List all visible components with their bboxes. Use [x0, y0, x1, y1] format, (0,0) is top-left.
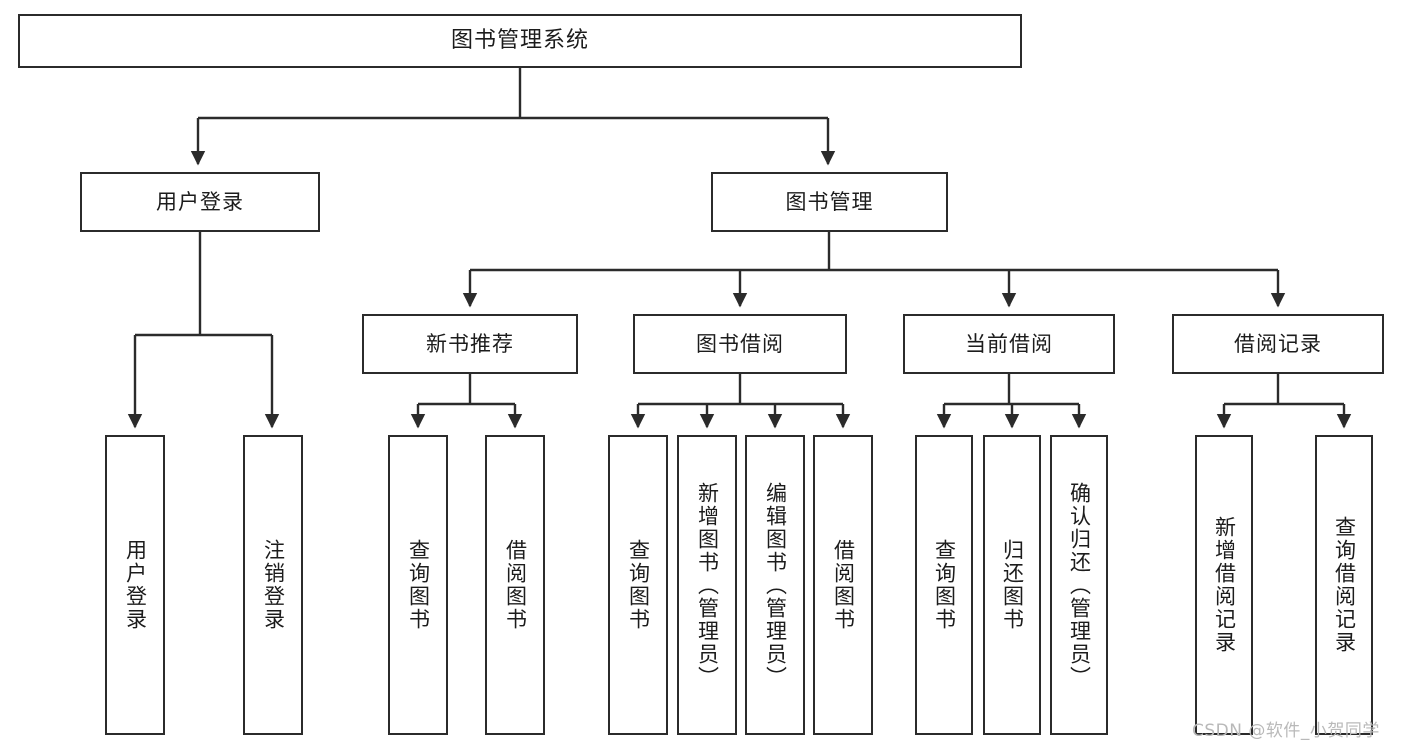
- leaf-query-book-rec[interactable]: 查询图书: [388, 435, 448, 735]
- leaf-user-login-label: 用户登录: [123, 539, 148, 631]
- node-book-borrow[interactable]: 图书借阅: [633, 314, 847, 374]
- node-book-manage-label: 图书管理: [785, 189, 874, 214]
- leaf-borrow-book-rec[interactable]: 借阅图书: [485, 435, 545, 735]
- node-root-label: 图书管理系统: [450, 28, 589, 54]
- node-user-login-label: 用户登录: [156, 189, 244, 214]
- leaf-add-book-label: 新增图书（管理员）: [695, 481, 720, 689]
- leaf-query-book-borrow-label: 查询图书: [626, 539, 651, 631]
- node-root[interactable]: 图书管理系统: [18, 14, 1022, 68]
- node-user-login[interactable]: 用户登录: [80, 172, 320, 232]
- node-current-borrow[interactable]: 当前借阅: [903, 314, 1115, 374]
- node-current-borrow-label: 当前借阅: [965, 331, 1053, 356]
- leaf-edit-book-label: 编辑图书（管理员）: [763, 481, 788, 689]
- leaf-user-login[interactable]: 用户登录: [105, 435, 165, 735]
- node-borrow-record[interactable]: 借阅记录: [1172, 314, 1384, 374]
- leaf-add-book[interactable]: 新增图书（管理员）: [677, 435, 737, 735]
- leaf-add-borrow-record[interactable]: 新增借阅记录: [1195, 435, 1253, 735]
- node-borrow-record-label: 借阅记录: [1234, 331, 1322, 356]
- leaf-query-book-borrow[interactable]: 查询图书: [608, 435, 668, 735]
- leaf-query-borrow-record-label: 查询借阅记录: [1332, 516, 1357, 654]
- csdn-watermark: CSDN @软件_小贺同学: [1192, 721, 1380, 741]
- leaf-confirm-return[interactable]: 确认归还（管理员）: [1050, 435, 1108, 735]
- leaf-return-book-label: 归还图书: [1000, 539, 1025, 631]
- leaf-borrow-book-label: 借阅图书: [831, 539, 856, 631]
- node-new-book-recommend[interactable]: 新书推荐: [362, 314, 578, 374]
- leaf-logout[interactable]: 注销登录: [243, 435, 303, 735]
- leaf-edit-book[interactable]: 编辑图书（管理员）: [745, 435, 805, 735]
- leaf-confirm-return-label: 确认归还（管理员）: [1067, 481, 1092, 689]
- leaf-logout-label: 注销登录: [261, 539, 286, 631]
- node-book-borrow-label: 图书借阅: [696, 331, 784, 356]
- leaf-add-borrow-record-label: 新增借阅记录: [1212, 516, 1237, 654]
- leaf-return-book[interactable]: 归还图书: [983, 435, 1041, 735]
- leaf-query-borrow-record[interactable]: 查询借阅记录: [1315, 435, 1373, 735]
- node-book-manage[interactable]: 图书管理: [711, 172, 948, 232]
- leaf-borrow-book-rec-label: 借阅图书: [503, 539, 528, 631]
- leaf-query-book-rec-label: 查询图书: [406, 539, 431, 631]
- leaf-query-book-current[interactable]: 查询图书: [915, 435, 973, 735]
- leaf-query-book-current-label: 查询图书: [932, 539, 957, 631]
- node-new-book-recommend-label: 新书推荐: [426, 331, 514, 356]
- leaf-borrow-book[interactable]: 借阅图书: [813, 435, 873, 735]
